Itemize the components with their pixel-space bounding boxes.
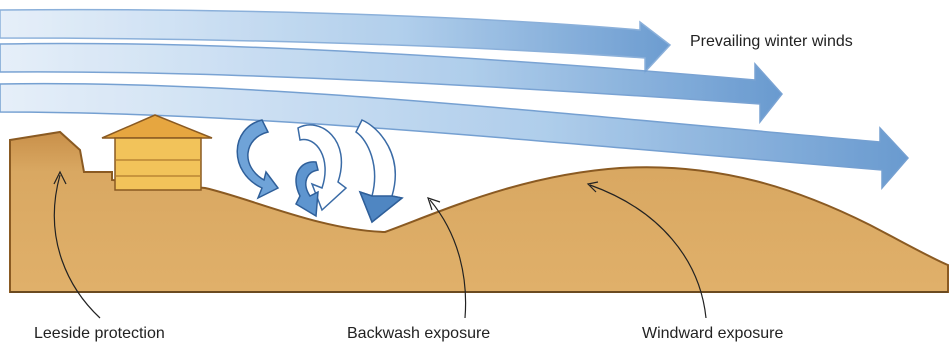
house-roof xyxy=(102,115,212,138)
eddy-arrow-left xyxy=(237,120,278,198)
house-wall xyxy=(115,138,201,190)
label-backwash-exposure: Backwash exposure xyxy=(347,325,490,342)
label-prevailing-winds: Prevailing winter winds xyxy=(690,33,853,50)
label-windward-exposure: Windward exposure xyxy=(642,325,784,342)
eddy-arrow-right-fill xyxy=(360,192,402,222)
label-leeside-protection: Leeside protection xyxy=(34,325,165,342)
pointer-backwash-tip xyxy=(428,198,440,210)
house xyxy=(102,115,212,190)
